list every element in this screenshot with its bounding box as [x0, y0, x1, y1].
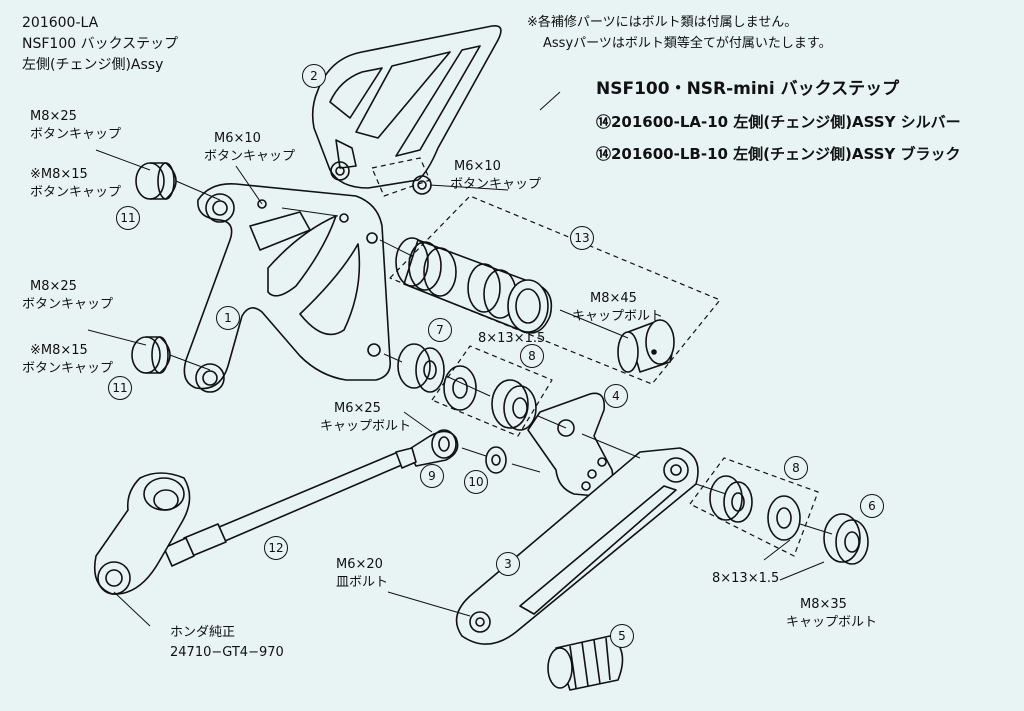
callout-5: 5 — [610, 624, 634, 648]
label-m8x15-top-type: ボタンキャップ — [30, 185, 122, 200]
callout-6: 6 — [860, 494, 884, 518]
label-honda-part-no: 24710−GT4−970 — [170, 645, 284, 660]
label-m8x35-type: キャップボルト — [786, 615, 878, 630]
label-m8x15-top: ※M8×15 — [30, 167, 88, 182]
heel-guard-cutout-3 — [395, 45, 481, 157]
label-m6x25-type: キャップボルト — [320, 419, 412, 434]
label-m6x20: M6×20 — [336, 557, 383, 572]
product-item-black: ⑭201600-LB-10 左側(チェンジ側)ASSY ブラック — [596, 145, 961, 163]
product-item-silver: ⑭201600-LA-10 左側(チェンジ側)ASSY シルバー — [596, 113, 961, 131]
header-model: NSF100 バックステップ — [22, 36, 179, 52]
spacer-upper — [443, 365, 537, 431]
product-title: NSF100・NSR-mini バックステップ — [596, 79, 900, 99]
label-m6x10-right-type: ボタンキャップ — [450, 177, 542, 192]
callout-11-lower: 11 — [108, 376, 132, 400]
nut — [485, 446, 507, 474]
spacer-lower — [709, 475, 801, 541]
callout-11-upper: 11 — [116, 206, 140, 230]
footpeg — [395, 237, 553, 334]
label-m6x25: M6×25 — [334, 401, 381, 416]
callout-3: 3 — [496, 552, 520, 576]
label-m8x15-mid-type: ボタンキャップ — [22, 361, 114, 376]
footpeg-group-box — [389, 195, 721, 385]
label-m8x25-mid-type: ボタンキャップ — [22, 297, 114, 312]
heel-guard-hole-1 — [330, 161, 350, 181]
label-honda: ホンダ純正 — [170, 625, 236, 640]
button-cap-upper — [135, 162, 177, 200]
heel-guard-cutout-4 — [335, 139, 357, 169]
heel-guard-plate — [311, 24, 502, 189]
pivot-bracket — [527, 392, 614, 497]
note-line-1: ※各補修パーツにはボルト類は付属しません。 — [527, 15, 798, 30]
callout-12: 12 — [264, 536, 288, 560]
label-m8x25-mid: M8×25 — [30, 279, 77, 294]
flange-bolt — [823, 513, 869, 565]
label-m8x45: M8×45 — [590, 291, 637, 306]
cap-bolt-m8x45 — [617, 319, 675, 373]
label-m8x25-top-type: ボタンキャップ — [30, 127, 122, 142]
heel-guard-hole-2 — [412, 175, 432, 195]
shift-rod — [163, 447, 417, 567]
callout-4: 4 — [604, 384, 628, 408]
main-plate-cutout-2 — [267, 215, 337, 297]
label-m6x10-right: M6×10 — [454, 159, 501, 174]
main-plate-pivot-top — [205, 193, 235, 223]
callout-7: 7 — [428, 318, 452, 342]
spacer-group-box-lower — [689, 457, 819, 557]
button-cap-lower — [131, 336, 171, 374]
rod-end — [407, 429, 459, 467]
toe-peg — [547, 635, 624, 691]
heel-guard-cutout-2 — [355, 51, 451, 139]
callout-13: 13 — [570, 226, 594, 250]
label-m8x35: M8×35 — [800, 597, 847, 612]
collar — [397, 343, 445, 393]
label-m8x45-type: キャップボルト — [572, 309, 664, 324]
callout-10: 10 — [464, 470, 488, 494]
main-plate — [183, 183, 392, 390]
note-line-2: Assyパーツはボルト類等全てが付属いたします。 — [543, 36, 832, 51]
main-plate-pivot-bottom — [195, 363, 225, 393]
callout-9: 9 — [420, 464, 444, 488]
shift-lever — [455, 447, 699, 645]
callout-8-upper: 8 — [520, 344, 544, 368]
label-m8x15-mid: ※M8×15 — [30, 343, 88, 358]
label-m6x10-left: M6×10 — [214, 131, 261, 146]
callout-1: 1 — [216, 306, 240, 330]
header-side: 左側(チェンジ側)Assy — [22, 57, 164, 73]
label-m8x25-top: M8×25 — [30, 109, 77, 124]
label-m6x20-type: 皿ボルト — [336, 575, 389, 590]
callout-8-lower: 8 — [784, 456, 808, 480]
label-m6x10-left-type: ボタンキャップ — [204, 149, 296, 164]
header-code: 201600-LA — [22, 15, 99, 31]
main-plate-cutout-3 — [299, 243, 361, 336]
label-spacer-top: 8×13×1.5 — [478, 331, 546, 346]
honda-shift-arm — [93, 472, 191, 595]
callout-2: 2 — [302, 64, 326, 88]
heel-guard-cutout-1 — [329, 67, 383, 119]
label-spacer-bottom: 8×13×1.5 — [712, 571, 780, 586]
spacer-group-box-upper — [431, 345, 553, 437]
